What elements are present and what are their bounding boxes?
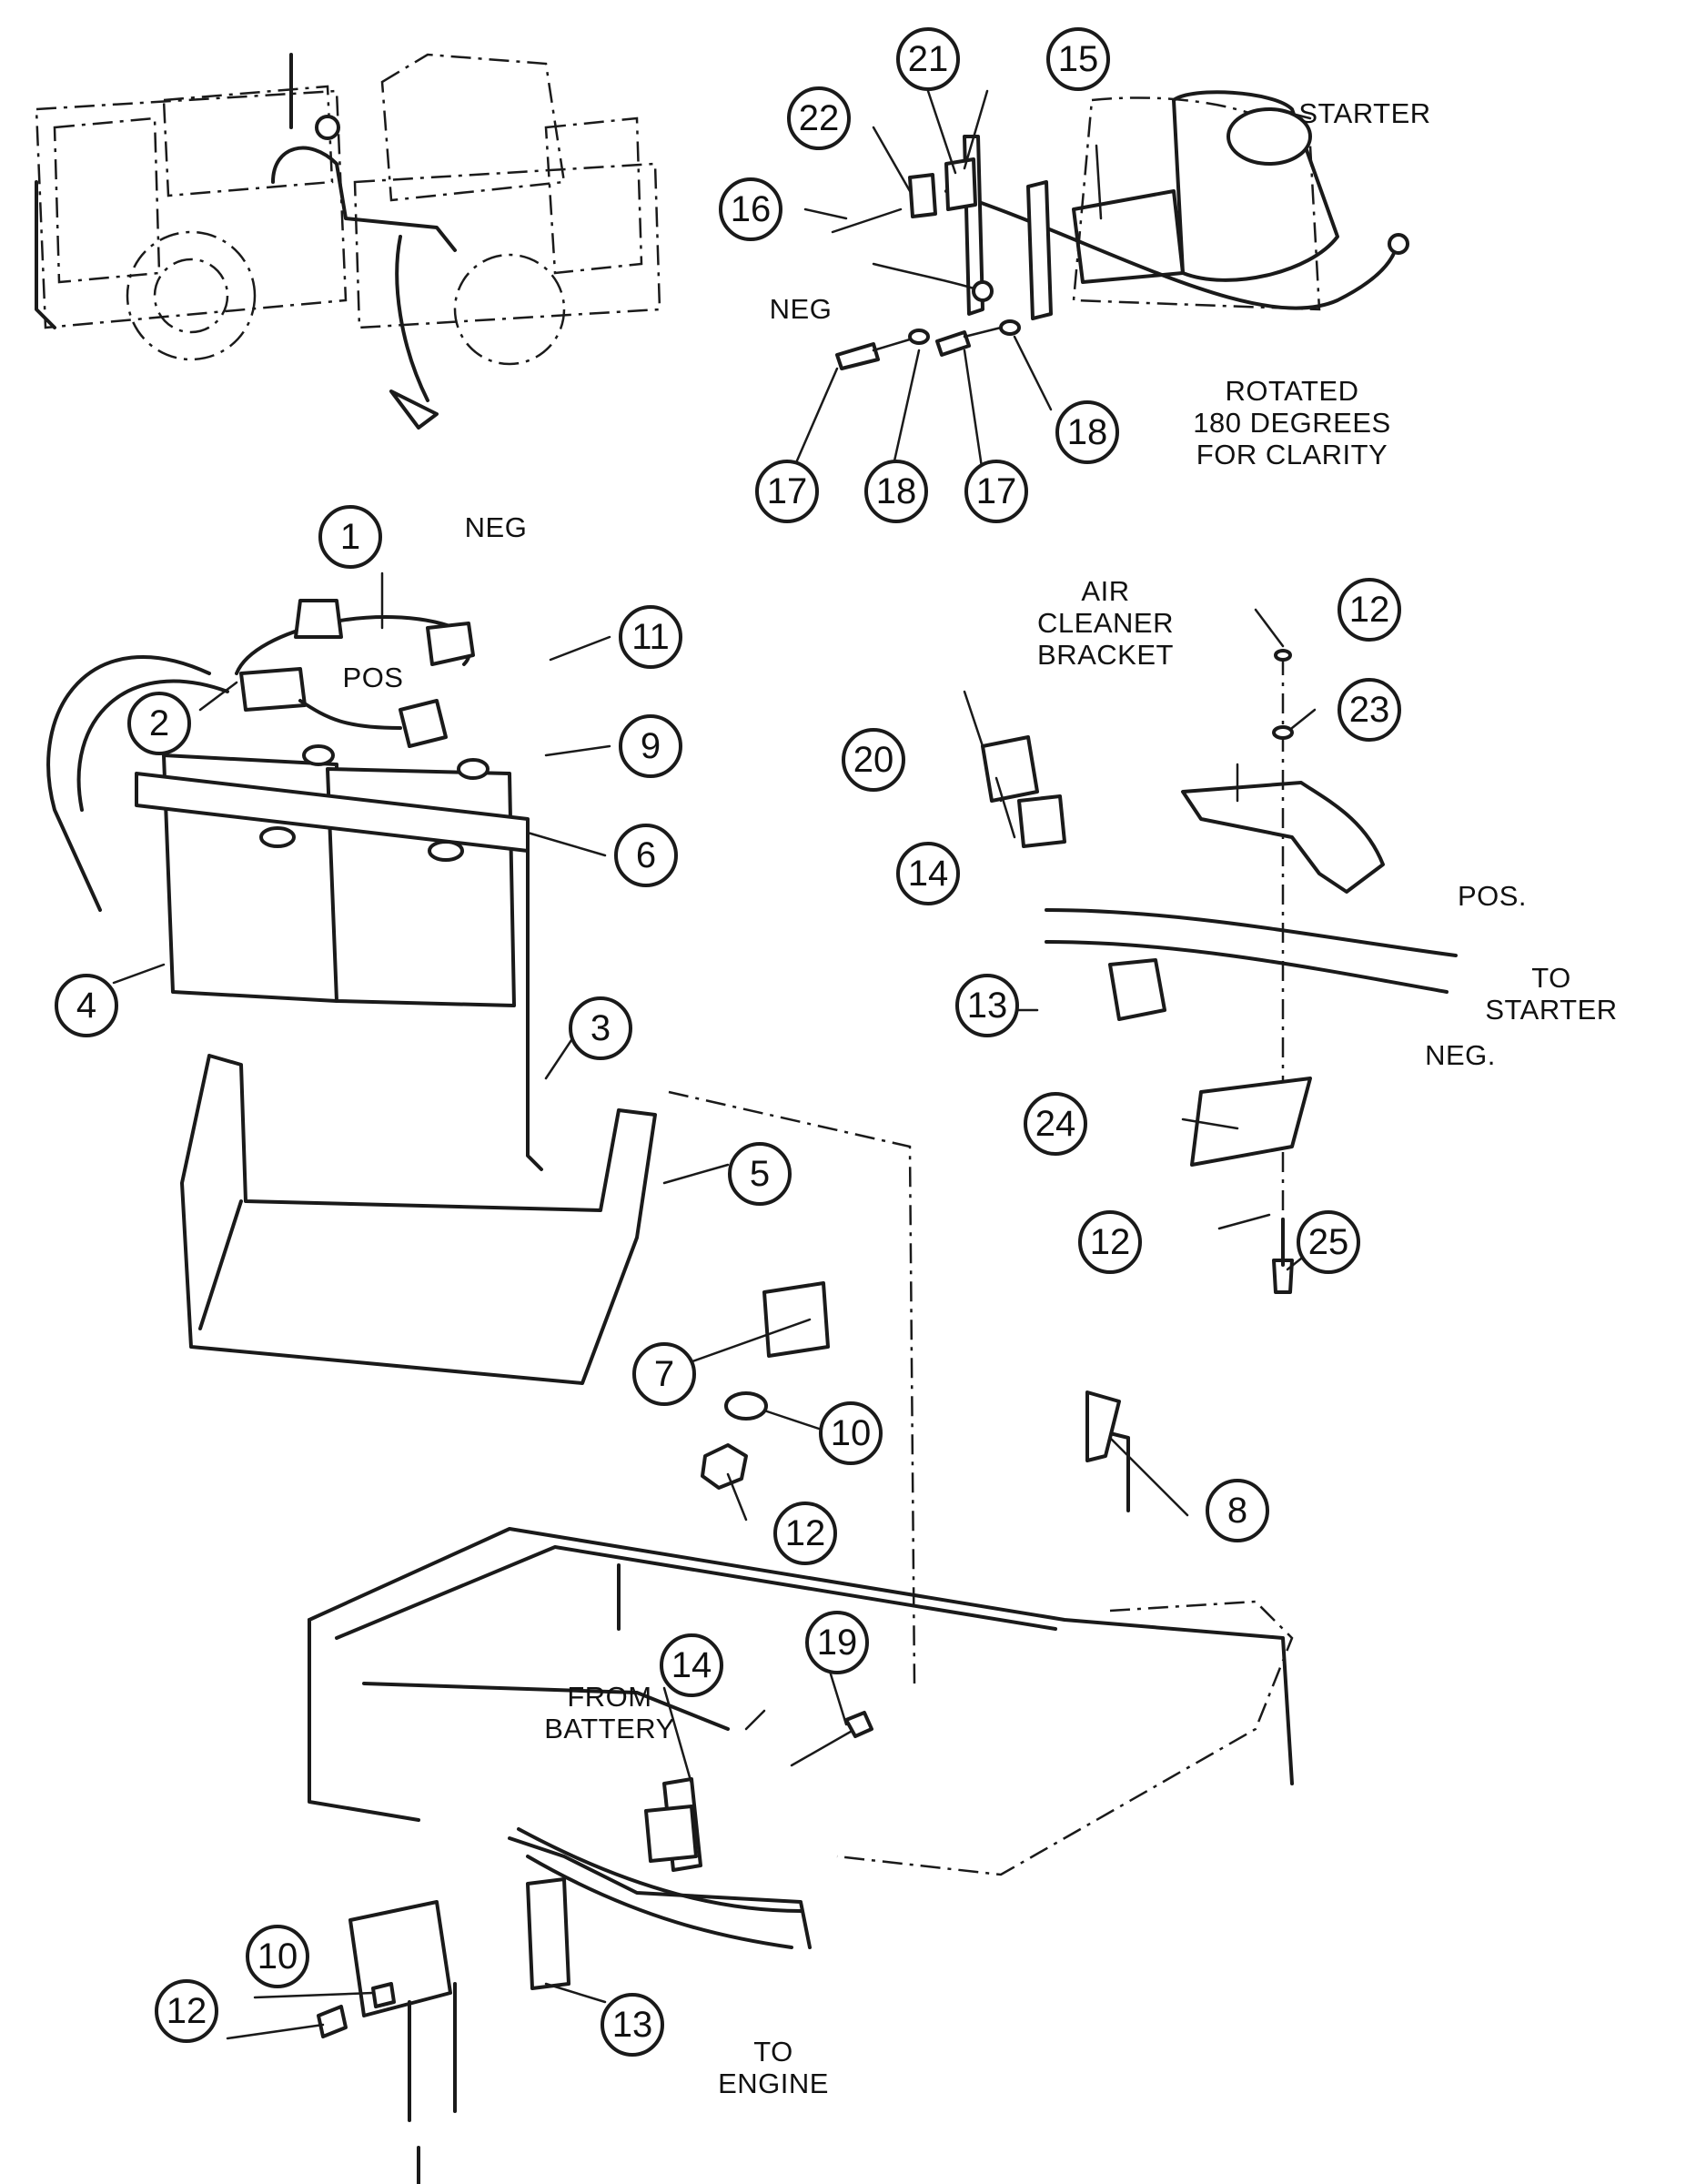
callout-17a: 17 xyxy=(755,460,819,523)
to-engine-label-1: TO xyxy=(753,2036,793,2068)
svg-text:23: 23 xyxy=(1349,690,1390,730)
svg-text:12: 12 xyxy=(1349,590,1390,630)
svg-text:17: 17 xyxy=(767,471,808,511)
svg-text:14: 14 xyxy=(671,1645,712,1685)
rotated-label-1: ROTATED xyxy=(1225,375,1358,407)
callout-12d: 12 xyxy=(155,1979,218,2043)
to-starter-label-2: STARTER xyxy=(1485,994,1617,1026)
starter-detail xyxy=(831,90,1409,370)
machine-overview xyxy=(35,53,661,430)
callout-13b: 13 xyxy=(601,1993,664,2057)
svg-text:5: 5 xyxy=(750,1154,770,1194)
battery-assembly xyxy=(46,599,530,1007)
svg-text:1: 1 xyxy=(340,517,360,557)
rotated-label-3: FOR CLARITY xyxy=(1196,439,1388,470)
callout-17b: 17 xyxy=(964,460,1028,523)
air-cleaner-label-2: CLEANER xyxy=(1037,607,1174,639)
svg-text:18: 18 xyxy=(1067,412,1108,452)
rotated-label-2: 180 DEGREES xyxy=(1193,407,1390,439)
svg-text:7: 7 xyxy=(654,1354,674,1394)
neg-battery-label: NEG xyxy=(465,511,528,543)
callout-8: 8 xyxy=(1206,1479,1269,1542)
to-starter-label-1: TO xyxy=(1531,962,1571,994)
battery-tray xyxy=(180,844,916,1684)
callout-14b: 14 xyxy=(660,1633,723,1697)
svg-text:24: 24 xyxy=(1035,1104,1076,1144)
svg-text:2: 2 xyxy=(149,703,169,743)
svg-text:8: 8 xyxy=(1227,1491,1247,1531)
svg-text:9: 9 xyxy=(641,726,661,766)
callout-22: 22 xyxy=(787,86,851,150)
callout-24: 24 xyxy=(1024,1092,1087,1156)
callout-12b: 12 xyxy=(1338,578,1401,642)
callout-1: 1 xyxy=(318,505,382,569)
machine-frame xyxy=(308,1390,1294,2184)
starter-label: STARTER xyxy=(1298,97,1430,129)
leader-lines xyxy=(112,89,1317,2040)
svg-text:19: 19 xyxy=(817,1623,858,1663)
callout-21: 21 xyxy=(896,27,960,91)
callout-25: 25 xyxy=(1297,1210,1360,1274)
from-battery-label-2: BATTERY xyxy=(544,1713,675,1744)
callout-11: 11 xyxy=(619,605,682,669)
callout-10b: 10 xyxy=(246,1925,309,1988)
neg-cable-label: NEG. xyxy=(1425,1039,1496,1071)
svg-text:12: 12 xyxy=(1090,1222,1131,1262)
callout-12a: 12 xyxy=(773,1502,837,1565)
svg-text:10: 10 xyxy=(257,1936,298,1977)
svg-text:12: 12 xyxy=(785,1513,826,1553)
neg-top-label: NEG xyxy=(770,293,833,325)
callout-12c: 12 xyxy=(1078,1210,1142,1274)
svg-text:11: 11 xyxy=(631,617,670,657)
callout-5: 5 xyxy=(728,1142,792,1206)
svg-text:14: 14 xyxy=(908,854,949,894)
svg-text:16: 16 xyxy=(731,189,772,229)
callout-14a: 14 xyxy=(896,842,960,905)
callout-19: 19 xyxy=(805,1611,869,1674)
callout-16: 16 xyxy=(719,177,782,241)
svg-text:12: 12 xyxy=(167,1991,207,2031)
from-battery-label-1: FROM xyxy=(567,1681,651,1713)
svg-text:13: 13 xyxy=(612,2005,653,2045)
svg-text:17: 17 xyxy=(976,471,1017,511)
cable-clamp-assembly xyxy=(963,649,1458,1294)
svg-text:15: 15 xyxy=(1058,39,1099,79)
callout-10a: 10 xyxy=(819,1401,883,1465)
svg-text:6: 6 xyxy=(636,835,656,875)
callout-13a: 13 xyxy=(955,974,1019,1037)
callout-15: 15 xyxy=(1046,27,1110,91)
callout-6: 6 xyxy=(614,824,678,887)
callout-4: 4 xyxy=(55,974,118,1037)
svg-text:13: 13 xyxy=(967,986,1008,1026)
pos-cable-label: POS. xyxy=(1458,880,1527,912)
callout-3: 3 xyxy=(569,996,632,1060)
svg-text:4: 4 xyxy=(76,986,96,1026)
callout-20: 20 xyxy=(842,728,905,792)
to-engine-label-2: ENGINE xyxy=(718,2068,829,2099)
svg-text:10: 10 xyxy=(831,1413,872,1453)
air-cleaner-label-3: BRACKET xyxy=(1037,639,1174,671)
callout-9: 9 xyxy=(619,714,682,778)
svg-text:18: 18 xyxy=(876,471,917,511)
callout-18b: 18 xyxy=(1055,400,1119,464)
pos-battery-label: POS xyxy=(343,662,404,693)
callout-2: 2 xyxy=(127,692,191,755)
callout-7: 7 xyxy=(632,1342,696,1406)
callout-18a: 18 xyxy=(864,460,928,523)
callout-23: 23 xyxy=(1338,678,1401,742)
svg-text:25: 25 xyxy=(1308,1222,1349,1262)
air-cleaner-label-1: AIR xyxy=(1081,575,1129,607)
svg-text:3: 3 xyxy=(591,1008,611,1048)
svg-text:22: 22 xyxy=(799,98,840,138)
svg-text:21: 21 xyxy=(908,39,949,79)
svg-text:20: 20 xyxy=(853,740,894,780)
